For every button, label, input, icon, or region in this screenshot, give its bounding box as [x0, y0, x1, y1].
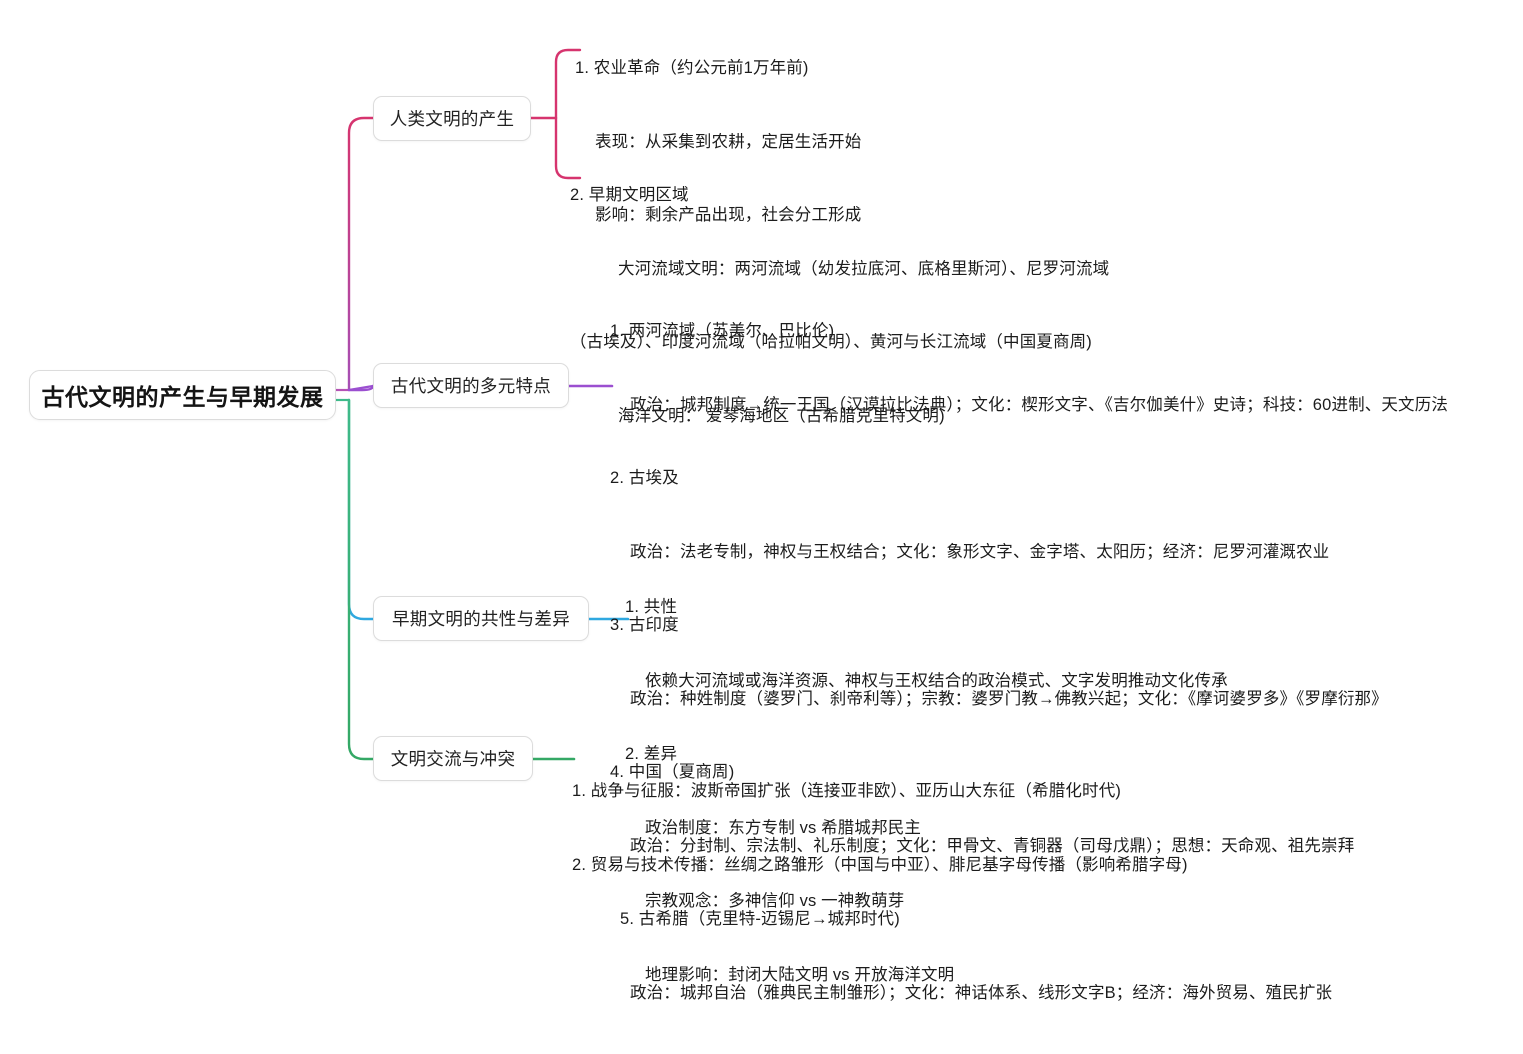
connector-branch-1 [347, 116, 375, 392]
leaf-line: 4. 中国（夏商周) [610, 763, 735, 781]
leaf-line: 政治：种姓制度（婆罗门、刹帝利等）；宗教：婆罗门教→佛教兴起；文化：《摩诃婆罗多… [630, 689, 1388, 708]
leaf-agricultural-revolution[interactable]: 1. 农业革命（约公元前1万年前) 表现：从采集到农耕，定居生活开始 影响：剩余… [575, 7, 861, 277]
branch-node-label: 早期文明的共性与差异 [392, 609, 570, 629]
branch-node-commonalities-differences[interactable]: 早期文明的共性与差异 [373, 596, 589, 641]
leaf-early-civilization-regions[interactable]: 2. 早期文明区域 大河流域文明：两河流域（幼发拉底河、底格里斯河）、尼罗河流域… [570, 134, 1109, 477]
branch-node-label: 人类文明的产生 [389, 109, 515, 129]
leaf-line: 依赖大河流域或海洋资源、神权与王权结合的政治模式、文字发明推动文化传承 [645, 671, 1228, 690]
root-node[interactable]: 古代文明的产生与早期发展 [29, 370, 336, 420]
leaf-line: 2. 古埃及 [610, 469, 679, 487]
connector-branch-3 [347, 398, 375, 621]
leaf-line: 大河流域文明：两河流域（幼发拉底河、底格里斯河）、尼罗河流域 [618, 259, 1110, 278]
leaf-line: 政治：城邦制度→统一王国（汉谟拉比法典）；文化：楔形文字、《吉尔伽美什》史诗；科… [630, 395, 1449, 414]
leaf-line: 海洋文明： 爱琴海地区（古希腊克里特文明) [618, 406, 945, 425]
branch-node-label: 古代文明的多元特点 [390, 376, 552, 396]
leaf-line: 2. 差异 [625, 745, 678, 763]
leaf-line: 1. 共性 [625, 598, 678, 616]
leaf-exchange-conflict-detail[interactable]: 1. 战争与征服：波斯帝国扩张（连接亚非欧）、亚历山大东征（希腊化时代) 2. … [572, 730, 1188, 926]
branch-node-exchange-conflict[interactable]: 文明交流与冲突 [373, 736, 533, 781]
branch-node-human-civilization-origin[interactable]: 人类文明的产生 [373, 96, 531, 141]
root-node-label: 古代文明的产生与早期发展 [41, 384, 324, 410]
leaf-line: 2. 贸易与技术传播：丝绸之路雏形（中国与中亚）、腓尼基字母传播（影响希腊字母) [572, 855, 1188, 874]
branch-node-ancient-civilization-diversity[interactable]: 古代文明的多元特点 [373, 363, 569, 408]
leaf-line: （古埃及）、印度河流域（哈拉帕文明）、黄河与长江流域（中国夏商周) [570, 333, 1092, 351]
leaf-line: 2. 早期文明区域 [570, 186, 689, 204]
connector-branch-4 [347, 398, 375, 761]
leaf-line: 1. 战争与征服：波斯帝国扩张（连接亚非欧）、亚历山大东征（希腊化时代) [572, 782, 1121, 800]
branch-node-label: 文明交流与冲突 [390, 749, 516, 769]
leaf-line: 表现：从采集到农耕，定居生活开始 [595, 132, 862, 151]
connector-branch-2 [347, 384, 375, 392]
leaf-line: 3. 古印度 [610, 616, 679, 634]
mindmap-canvas: 古代文明的产生与早期发展 人类文明的产生 古代文明的多元特点 早期文明的共性与差… [29, 7, 1449, 1002]
leaf-line: 地理影响：封闭大陆文明 vs 开放海洋文明 [645, 965, 955, 984]
leaf-line: 1. 农业革命（约公元前1万年前) [575, 59, 809, 77]
leaf-line: 政治：法老专制，神权与王权结合；文化：象形文字、金字塔、太阳历；经济：尼罗河灌溉… [630, 542, 1330, 561]
leaf-line: 影响：剩余产品出现，社会分工形成 [595, 206, 862, 224]
leaf-line: 1. 两河流域（苏美尔、巴比伦) [610, 322, 835, 340]
